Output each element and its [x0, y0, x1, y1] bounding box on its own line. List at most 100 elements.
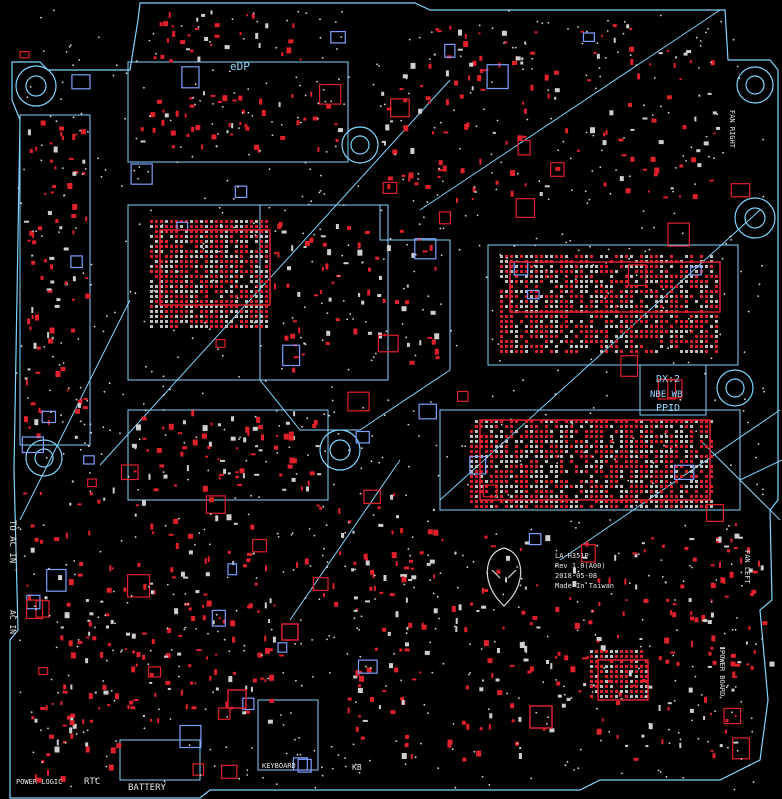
pad	[170, 235, 173, 238]
pad	[650, 480, 653, 483]
pad	[245, 320, 248, 323]
pad	[535, 315, 538, 318]
via	[385, 685, 387, 687]
pad	[500, 475, 503, 478]
pad	[28, 426, 32, 429]
pad	[155, 305, 158, 308]
pad	[580, 440, 583, 443]
via	[104, 169, 107, 171]
pad	[520, 300, 523, 303]
pad	[610, 275, 613, 278]
pad	[555, 350, 558, 353]
via	[251, 115, 254, 117]
via	[604, 297, 606, 300]
pad	[332, 583, 335, 590]
pad	[225, 235, 228, 238]
pad	[628, 103, 632, 107]
pad	[530, 305, 533, 308]
pad	[505, 475, 508, 478]
via	[359, 655, 362, 658]
pad	[293, 411, 296, 417]
pad	[630, 500, 633, 503]
via	[574, 345, 577, 348]
pad	[595, 465, 598, 468]
pad	[215, 515, 219, 522]
via	[650, 289, 652, 291]
pad	[455, 618, 458, 624]
pad	[705, 455, 708, 458]
via	[581, 42, 584, 45]
pad	[108, 764, 114, 771]
pad	[690, 500, 693, 503]
via	[376, 63, 378, 66]
pad	[625, 325, 628, 328]
component-outline	[657, 378, 677, 400]
pad	[510, 460, 513, 463]
via	[203, 528, 206, 531]
via	[100, 453, 103, 455]
via	[609, 192, 612, 195]
pad	[170, 265, 173, 268]
via	[596, 707, 598, 710]
pad	[348, 520, 352, 524]
pad	[500, 265, 503, 268]
pad	[620, 690, 623, 693]
pad	[620, 330, 623, 333]
pad	[335, 318, 340, 322]
pad	[635, 465, 638, 468]
pad	[191, 410, 195, 417]
pad	[590, 305, 593, 308]
pad	[150, 310, 153, 313]
pad	[635, 450, 638, 453]
pad	[655, 505, 658, 508]
pad	[580, 320, 583, 323]
pad	[625, 500, 628, 503]
pad	[540, 335, 543, 338]
pad	[165, 320, 168, 323]
pad	[240, 260, 243, 263]
pad	[135, 663, 138, 667]
pad	[555, 495, 558, 498]
via	[728, 524, 730, 527]
pad	[600, 285, 603, 288]
pad	[441, 539, 444, 542]
pad	[200, 245, 203, 248]
pad	[35, 371, 41, 374]
pad	[215, 325, 218, 328]
pad	[287, 464, 293, 469]
pad	[180, 689, 183, 696]
pad	[670, 330, 673, 333]
pad	[735, 523, 737, 527]
pad	[151, 639, 155, 645]
pad	[530, 475, 533, 478]
pad	[580, 295, 583, 298]
pad	[185, 260, 188, 263]
pad	[560, 450, 563, 453]
pad	[374, 647, 378, 651]
via	[150, 370, 153, 373]
pad	[150, 245, 153, 248]
pad	[200, 275, 203, 278]
pad	[170, 315, 173, 318]
pad	[180, 40, 186, 45]
via	[632, 437, 635, 440]
pad	[490, 440, 493, 443]
pad	[625, 685, 628, 688]
pad	[696, 149, 701, 153]
pad	[170, 310, 173, 313]
pad	[355, 670, 360, 677]
pad	[655, 480, 658, 483]
via	[60, 98, 62, 101]
pad	[690, 315, 693, 318]
pad	[284, 335, 289, 341]
via	[682, 777, 685, 779]
pad	[704, 696, 707, 703]
pad	[357, 688, 363, 693]
via	[557, 149, 560, 152]
pad	[565, 430, 568, 433]
via	[383, 103, 386, 106]
via	[427, 295, 430, 298]
mount-hole-right-upper	[734, 197, 776, 239]
via	[639, 645, 642, 648]
pad	[260, 230, 263, 233]
